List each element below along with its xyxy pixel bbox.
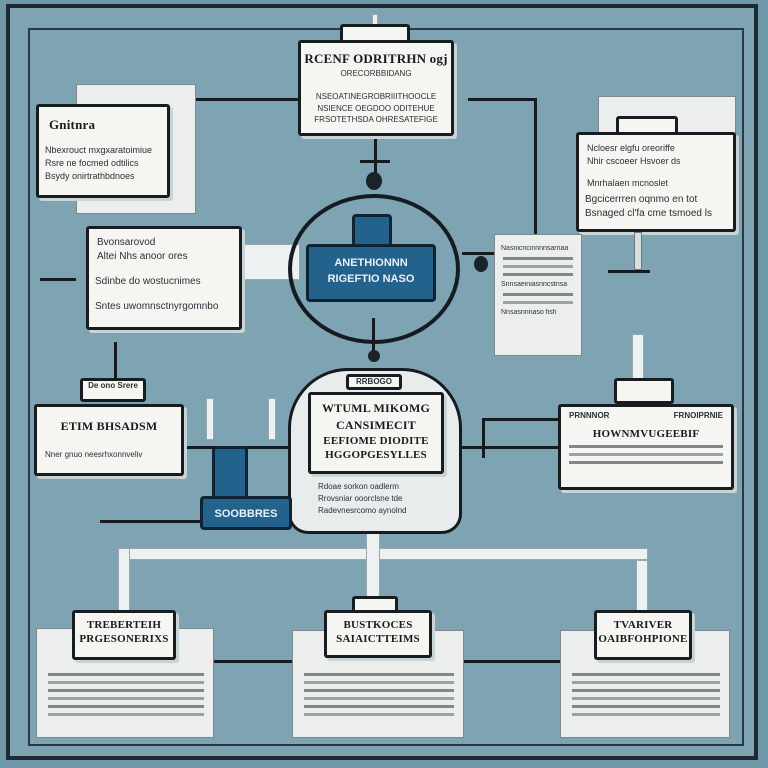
right-low-card-header: PRNNNOR FRNOIPRNIE bbox=[569, 411, 723, 420]
blue-button[interactable]: SOOBBRES bbox=[200, 496, 292, 530]
connector bbox=[608, 270, 650, 273]
pipe bbox=[206, 398, 214, 440]
connector bbox=[114, 342, 117, 378]
right-top-card-line: Mnrhalaen mcnoslet bbox=[587, 178, 669, 188]
right-low-card[interactable]: PRNNNOR FRNOIPRNIE HOWNMVUGEEBIF bbox=[558, 404, 734, 490]
right-low-card-lines bbox=[561, 445, 731, 464]
bottom-right-lines bbox=[564, 668, 728, 721]
bottom-mid-lines bbox=[296, 668, 462, 721]
center-line: Rrovsniar ooorclsne tde bbox=[318, 494, 403, 503]
bottom-mid-card-title: BUSTKOCES bbox=[343, 619, 413, 631]
bottom-left-card-title: PRGESONERIXS bbox=[79, 633, 169, 645]
pipe bbox=[118, 548, 130, 612]
right-low-card-title-right: FRNOIPRNIE bbox=[673, 411, 723, 420]
bottom-left-lines bbox=[40, 668, 212, 721]
right-paper-lines bbox=[495, 257, 581, 276]
center-badge[interactable]: ANETHIONNN RIGEFTIO NASO bbox=[306, 244, 436, 302]
right-paper[interactable]: Nasnicncinnnnsarnaa Snnsaeiniasnncstnsa … bbox=[494, 234, 582, 356]
bottom-mid-card-title: SAIAICTTEIMS bbox=[336, 633, 420, 645]
right-paper-line: Nnsasnnnaso fisfi bbox=[501, 309, 557, 316]
center-card-title: HGGOPGESYLLES bbox=[325, 449, 427, 461]
top-card-line: NSIENCE OEGDOO ODITEHUE bbox=[317, 104, 435, 113]
bottom-left-card[interactable]: TREBERTEIH PRGESONERIXS bbox=[72, 610, 176, 660]
bottom-right-card[interactable]: TVARIVER OAIBFOHPIONE bbox=[594, 610, 692, 660]
connector bbox=[534, 98, 537, 236]
right-low-card-title-left: PRNNNOR bbox=[569, 411, 610, 420]
pipe bbox=[636, 560, 648, 612]
left-mid-card-line: Bvonsarovod bbox=[97, 237, 156, 248]
connector bbox=[210, 660, 296, 663]
center-card-title: WTUML MIKOMG bbox=[321, 401, 431, 415]
left-top-card-line: Nbexrouct mxgxaratoimiue bbox=[45, 145, 153, 155]
right-paper-line: Nasnicncinnnnsarnaa bbox=[501, 245, 569, 252]
top-card[interactable]: RCENF ODRITRHN ogj ORECORBBIDANG NSEOATI… bbox=[298, 40, 454, 136]
right-top-card-line: Ncloesr elgfu oreoriffe bbox=[587, 143, 675, 153]
left-low-card-title: ETIM BHSADSM bbox=[60, 419, 158, 433]
center-card-title: CANSIMECIT bbox=[335, 418, 416, 432]
right-paper-line: Snnsaeiniasnncstnsa bbox=[501, 281, 568, 288]
left-low-card-tab: De ono Srere bbox=[80, 378, 146, 402]
top-card-subtitle: ORECORBBIDANG bbox=[340, 69, 412, 78]
connector bbox=[462, 660, 564, 663]
connector bbox=[462, 252, 496, 255]
bottom-mid-card[interactable]: BUSTKOCES SAIAICTTEIMS bbox=[324, 610, 432, 658]
connector bbox=[374, 134, 377, 174]
right-pin bbox=[474, 256, 488, 272]
left-top-card-line: Rsre ne focmed odtilics bbox=[45, 158, 139, 168]
left-top-card[interactable]: Gnitnra Nbexrouct mxgxaratoimiue Rsre ne… bbox=[36, 104, 170, 198]
connector bbox=[100, 520, 218, 523]
bottom-left-card-title: TREBERTEIH bbox=[86, 619, 162, 631]
center-circle bbox=[288, 194, 460, 344]
right-top-card-line: Bgcicerrren oqnmo en tot bbox=[585, 194, 698, 205]
top-pin bbox=[366, 172, 382, 190]
connector bbox=[360, 160, 390, 163]
right-low-card-subtitle: HOWNMVUGEEBIF bbox=[592, 428, 700, 440]
left-top-card-title: Gnitnra bbox=[49, 117, 96, 132]
top-card-line: FRSOTETHSDA OHRESATEFIGE bbox=[314, 115, 438, 124]
pipe bbox=[632, 334, 644, 380]
center-pin bbox=[368, 350, 380, 362]
right-top-card-line: Bsnaged cl'fa cme tsmoed ls bbox=[585, 208, 712, 219]
center-badge-line: ANETHIONNN bbox=[334, 257, 408, 269]
pipe bbox=[268, 398, 276, 440]
center-tab: RRBOGO bbox=[346, 374, 402, 390]
center-card[interactable]: WTUML MIKOMG CANSIMECIT EEFIOME DIODITE … bbox=[308, 392, 444, 474]
center-line: Rdoae sorkon oadlerm bbox=[318, 482, 399, 491]
top-card-line: NSEOATINEGROBRIIITHOOCLE bbox=[315, 92, 437, 101]
left-mid-card-line: Sdinbe do wostucnimes bbox=[95, 276, 201, 287]
center-card-title: EEFIOME DIODITE bbox=[323, 435, 429, 447]
connector bbox=[40, 278, 76, 281]
left-mid-card-line: Sntes uwomnsctnyrgomnbo bbox=[95, 301, 219, 312]
right-top-card[interactable]: Ncloesr elgfu oreoriffe Nhir cscoeer Hsv… bbox=[576, 132, 736, 232]
pipe bbox=[118, 548, 648, 560]
center-line: Radevnesrcomo aynolnd bbox=[318, 506, 407, 515]
left-top-card-line: Bsydy onirtrathbdnoes bbox=[45, 171, 135, 181]
connector bbox=[482, 418, 560, 421]
bottom-right-card-title: TVARIVER bbox=[613, 619, 673, 631]
top-card-title: RCENF ODRITRHN ogj bbox=[304, 51, 448, 66]
center-badge-line: RIGEFTIO NASO bbox=[327, 273, 415, 285]
connector bbox=[468, 98, 536, 101]
right-low-card-tab bbox=[614, 378, 674, 404]
connector bbox=[482, 418, 485, 458]
left-mid-card-line: Altei Nhs anoor ores bbox=[97, 251, 188, 262]
right-stand bbox=[634, 232, 642, 270]
right-top-card-line: Nhir cscoeer Hsvoer ds bbox=[587, 156, 681, 166]
connector bbox=[192, 98, 304, 101]
left-mid-card[interactable]: Bvonsarovod Altei Nhs anoor ores Sdinbe … bbox=[86, 226, 242, 330]
blue-button-label: SOOBBRES bbox=[214, 508, 278, 520]
left-low-card[interactable]: ETIM BHSADSM Nner gnuo neesrhxonnveliv bbox=[34, 404, 184, 476]
bottom-right-card-title: OAIBFOHPIONE bbox=[598, 633, 688, 645]
connector bbox=[442, 446, 562, 449]
left-low-card-line: Nner gnuo neesrhxonnveliv bbox=[45, 450, 143, 459]
right-paper-lines bbox=[495, 293, 581, 304]
